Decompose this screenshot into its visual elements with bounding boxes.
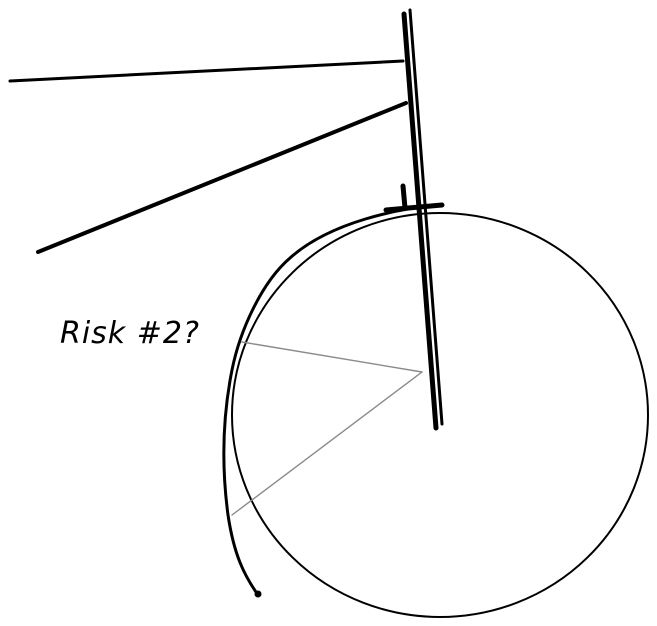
wheel-circle xyxy=(231,212,649,618)
risk-annotation: Risk #2? xyxy=(60,316,200,351)
pole-bracket xyxy=(383,183,445,213)
guide-line-upper xyxy=(241,341,423,373)
vertical-pole-outline xyxy=(408,8,444,426)
arc-end-dot xyxy=(254,590,262,598)
diagonal-line xyxy=(36,101,408,254)
guide-line-lower xyxy=(231,371,423,516)
upper-line xyxy=(8,59,405,83)
vertical-pole xyxy=(401,11,439,431)
outer-arc-stroke xyxy=(222,203,442,597)
